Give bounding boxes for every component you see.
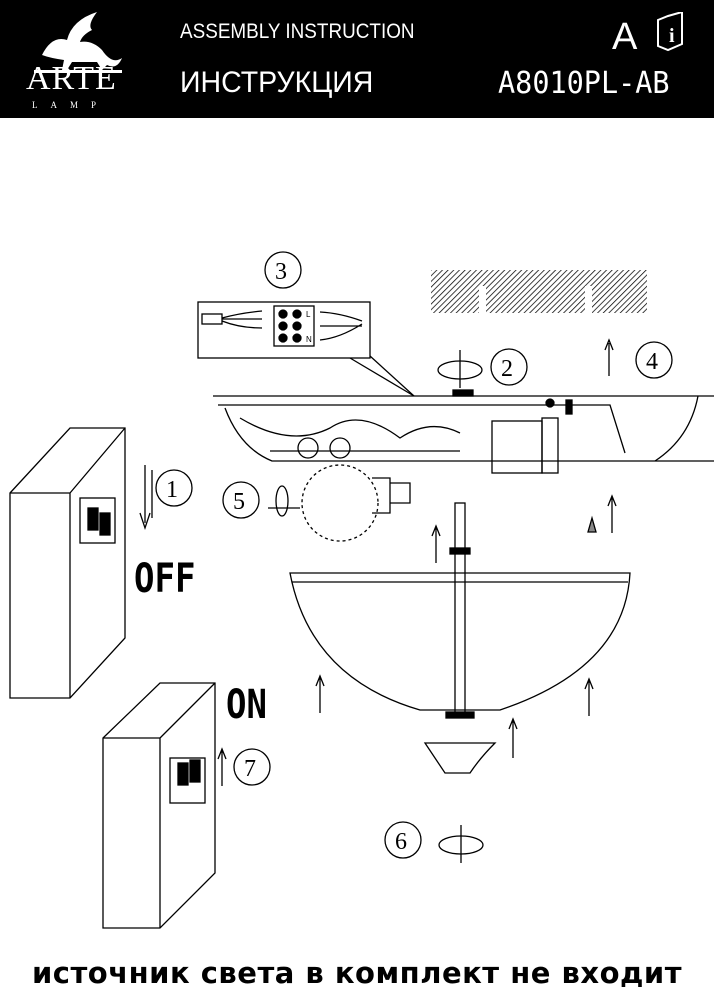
wall-switch-off (9, 427, 126, 699)
ceiling-hatched (431, 270, 647, 313)
off-label: OFF (134, 556, 196, 602)
assembly-diagram: L N (9, 251, 714, 929)
model-number: A8010PL-AB (498, 66, 670, 101)
brand-subtitle: LAMP (32, 100, 110, 110)
title-english: ASSEMBLY INSTRUCTION (180, 20, 415, 43)
step-3: 3 (275, 259, 287, 285)
step-7: 7 (244, 756, 256, 782)
step-1: 1 (166, 477, 178, 503)
svg-text:N: N (306, 335, 312, 344)
step-4: 4 (646, 349, 658, 375)
finial (423, 742, 497, 774)
brand-name: ARTE (26, 60, 117, 97)
svg-text:L: L (306, 310, 311, 319)
step-5: 5 (233, 489, 245, 515)
glass-shade (289, 502, 631, 719)
winged-lion-logo-icon (34, 12, 122, 73)
svg-text:i: i (669, 25, 675, 47)
step-markers: 3 2 4 1 5 6 7 (155, 251, 673, 859)
section-letter: A (612, 16, 638, 58)
info-booklet-icon: i (657, 12, 683, 52)
arrows (139, 338, 617, 863)
step-2: 2 (501, 356, 513, 382)
light-bulb (301, 464, 379, 542)
step-6: 6 (395, 829, 407, 855)
on-label: ON (226, 682, 267, 728)
wiring-terminal-inset: L N (197, 301, 415, 397)
canopy-base (213, 389, 714, 474)
bulb-socket (372, 477, 411, 514)
title-russian: ИНСТРУКЦИЯ (180, 66, 374, 99)
footer-note: источник света в комплект не входит (31, 956, 683, 990)
wall-switch-on (102, 682, 216, 929)
header-bar: ARTE LAMP ASSEMBLY INSTRUCTION ИНСТРУКЦИ… (0, 0, 714, 118)
